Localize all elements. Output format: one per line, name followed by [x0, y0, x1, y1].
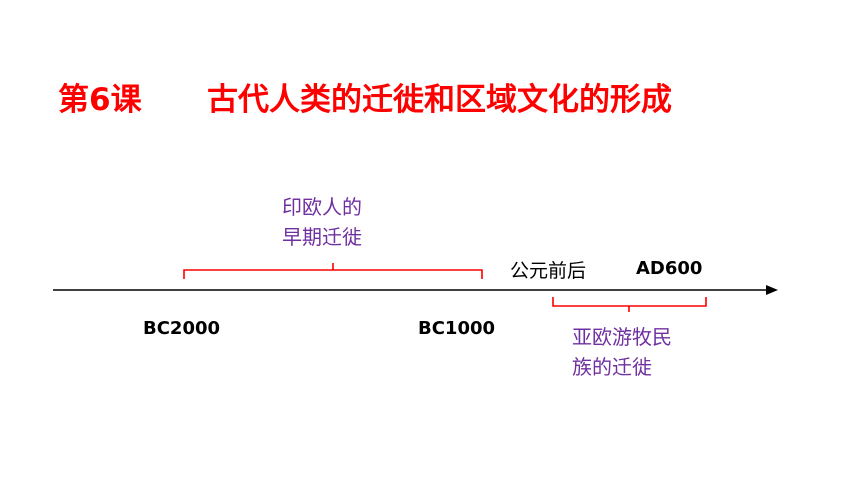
period-label-line: 族的迁徙 [572, 355, 652, 379]
timeline-arrowhead [766, 285, 778, 295]
period-label-nomad-migration: 亚欧游牧民 族的迁徙 [572, 322, 672, 382]
lesson-number: 第6课 [58, 82, 142, 118]
period-label-early-migration: 印欧人的 早期迁徙 [282, 192, 362, 252]
date-label-bc1000: BC1000 [418, 318, 496, 339]
era-label-ce: 公元前后 [510, 260, 587, 282]
period-label-line: 亚欧游牧民 [572, 325, 672, 349]
period-label-line: 印欧人的 [282, 195, 362, 219]
bracket-nomad-migration [552, 297, 707, 312]
period-label-line: 早期迁徙 [282, 225, 362, 249]
bracket-early-migration [183, 263, 483, 279]
date-label-bc2000: BC2000 [143, 318, 221, 339]
page-title: 古代人类的迁徙和区域文化的形成 [207, 82, 672, 118]
date-label-ad600: AD600 [636, 258, 703, 279]
